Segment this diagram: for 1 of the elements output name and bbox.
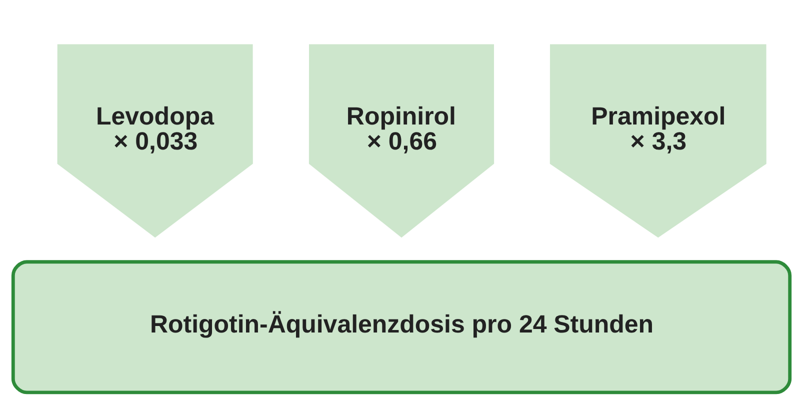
node-box: Rotigotin-Äquivalenzdosis pro 24 Stunden	[11, 260, 792, 394]
